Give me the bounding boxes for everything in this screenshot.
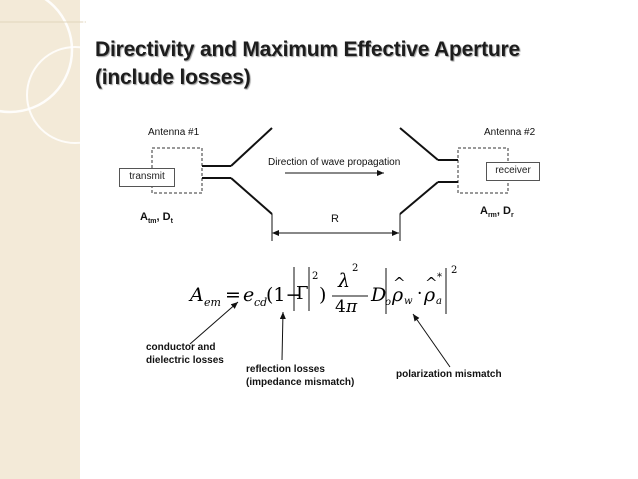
rx-parameters: Arm, Dr [480, 205, 514, 220]
title-line-1: Directivity and Maximum Effective Apertu… [95, 38, 520, 61]
conductor-loss-note: conductor and dielectric losses [146, 342, 224, 366]
reflection-pointer [279, 311, 286, 361]
horn2-upper-flare [399, 127, 439, 161]
transmit-box: transmit [119, 168, 175, 187]
polarization-note: polarization mismatch [396, 369, 502, 380]
horn1-lower-flare [230, 177, 273, 215]
antenna2-label: Antenna #2 [484, 127, 536, 138]
horn1-upper-flare [230, 127, 273, 167]
horn2-lower-flare [399, 181, 439, 215]
conductor-pointer [189, 301, 239, 345]
receiver-box: receiver [486, 162, 540, 181]
title-line-2: (include losses) [95, 66, 251, 89]
polarization-pointer [412, 313, 451, 368]
antenna1-label: Antenna #1 [148, 127, 200, 138]
distance-label: R [331, 213, 339, 225]
slide-title: Directivity and Maximum Effective Apertu… [95, 36, 520, 92]
decorative-sidebar [0, 0, 80, 479]
reflection-loss-note: reflection losses (impedance mismatch) [246, 364, 355, 388]
propagation-label: Direction of wave propagation [268, 157, 401, 168]
tx-parameters: Atm, Dt [140, 211, 173, 226]
